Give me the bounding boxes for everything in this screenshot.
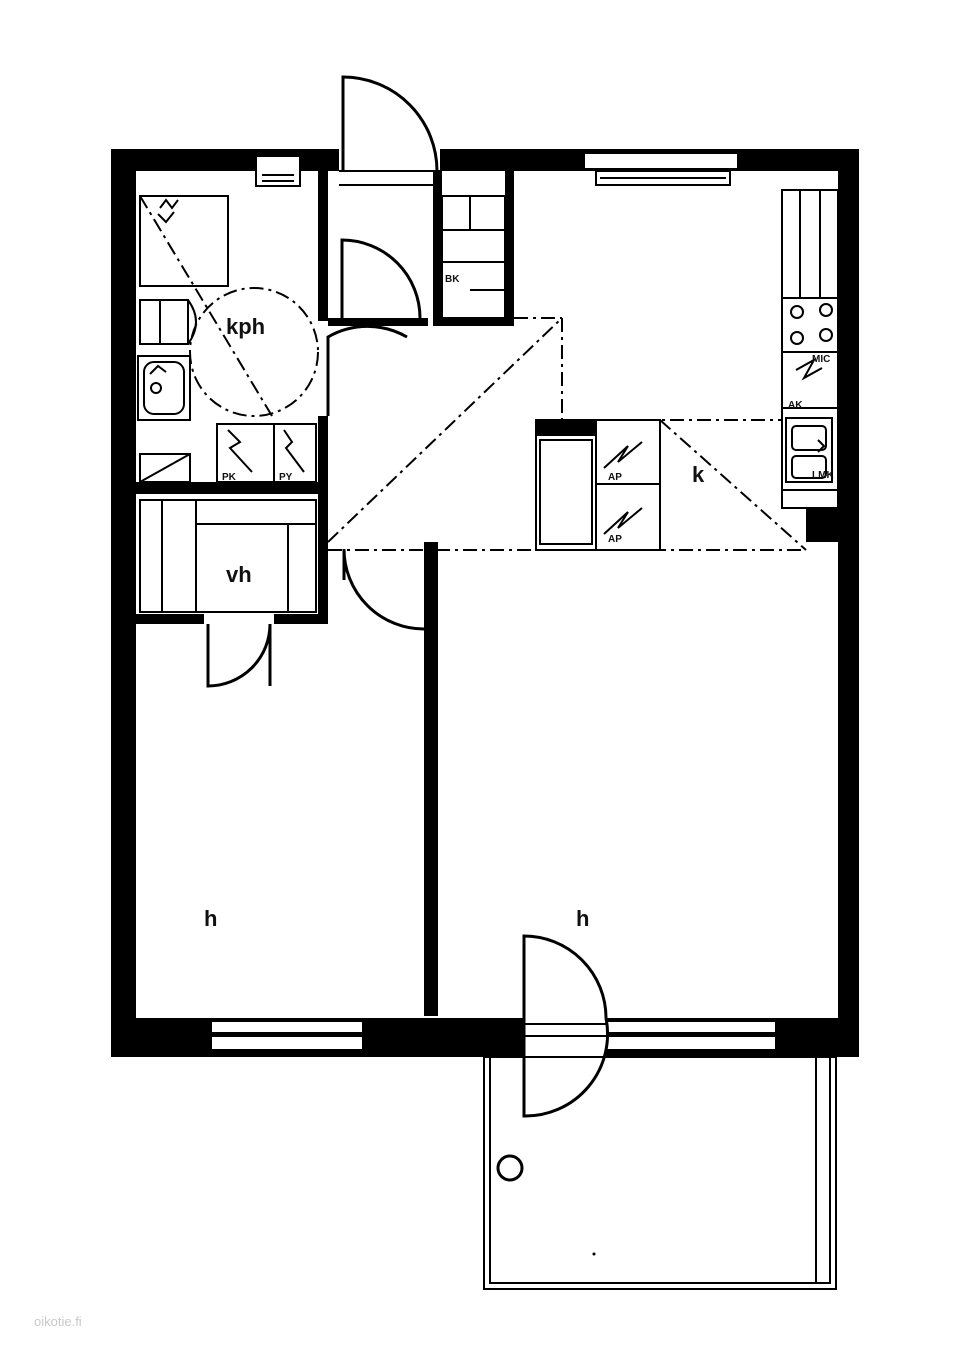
label-pk: PK (222, 472, 237, 483)
label-living-room: h (576, 906, 589, 931)
balcony (483, 1056, 837, 1290)
label-ak: AK (788, 400, 803, 411)
watermark: oikotie.fi (34, 1314, 82, 1329)
label-mic: MIC (812, 354, 830, 365)
kitchen-fixtures (535, 189, 839, 551)
label-py: PY (279, 472, 293, 483)
label-ap: AP (608, 472, 622, 483)
label-cabinet-bk: BK (445, 274, 460, 285)
label-hallway: vh (226, 562, 252, 587)
interior-walls (136, 171, 838, 1016)
hallway-fixtures (139, 195, 806, 613)
label-lmk: LMK (812, 470, 834, 481)
bathroom-fixtures (137, 195, 319, 483)
label-bathroom: kph (226, 314, 265, 339)
label-kitchen: k (692, 462, 705, 487)
label-bedroom: h (204, 906, 217, 931)
label-ap2: AP (608, 534, 622, 545)
windows (210, 152, 777, 1057)
doors (206, 75, 610, 1118)
